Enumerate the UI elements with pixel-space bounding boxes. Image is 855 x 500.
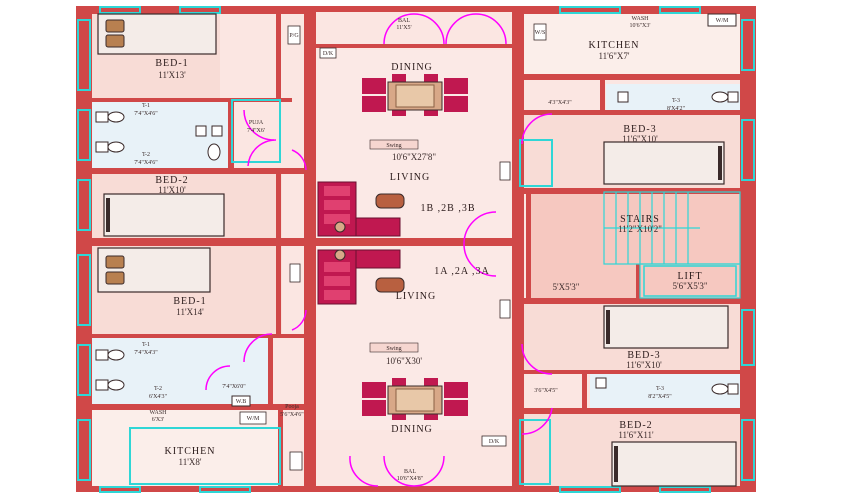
- dining-table-top: [362, 74, 468, 116]
- inner-walls: [76, 10, 744, 490]
- label-flat-top: 1B ,2B ,3B: [420, 203, 475, 214]
- label-bot-bed3: BED-3: [627, 350, 660, 361]
- tag-wm-bottom: W/M: [247, 416, 260, 422]
- wc-fixtures: [95, 13, 739, 407]
- tag-dk-bottom: D/K: [489, 439, 500, 445]
- label-bot-t1-size: 7'4"X4'3": [134, 350, 158, 356]
- label-bot-kitchen-size: 11'X8': [179, 457, 202, 467]
- label-top-dining: DINING: [391, 62, 433, 73]
- label-bot-bed2-size: 11'6"X11': [618, 430, 654, 440]
- label-top-bed1-size: 11'X13': [158, 70, 186, 80]
- label-bot-dining: DINING: [391, 424, 433, 435]
- dining-table-bottom: [362, 378, 468, 420]
- tag-pg-top: P/G: [289, 33, 299, 39]
- label-top-bed3: BED-3: [623, 124, 656, 135]
- label-lift: LIFT: [677, 271, 702, 282]
- label-bot-t2-size: 6'X4'3": [149, 394, 167, 400]
- label-top-pooja: PUJA: [249, 120, 264, 126]
- tag-wb-bottom: W.B: [236, 399, 247, 405]
- lift-box: [643, 265, 737, 297]
- label-top-t3: T-3: [672, 98, 680, 104]
- label-bot-bed1-size: 11'X14': [176, 307, 204, 317]
- room-fill-kitchen-top: [520, 12, 740, 74]
- room-fill-top-toilets: [92, 100, 232, 172]
- label-bot-bed3-size: 11'6"X10': [626, 360, 662, 370]
- label-bot-wash: WASH: [149, 410, 167, 416]
- bed-top-3: [603, 141, 725, 185]
- label-top-bal: BAL: [398, 18, 410, 24]
- label-top-t1-size: 7'4"X4'6": [134, 111, 158, 117]
- label-bot-pooja: Pooja: [285, 404, 299, 410]
- label-bot-bed2: BED-2: [619, 420, 652, 431]
- sofa-bottom: [317, 249, 405, 305]
- small-fixtures: [239, 23, 547, 471]
- label-top-kitchen: KITCHEN: [589, 40, 640, 51]
- tag-dk-top: D/K: [323, 51, 334, 57]
- label-top-bed2-size: 11'X10': [158, 185, 186, 195]
- label-bot-bal-size: 10'6"X4'8": [397, 476, 424, 482]
- label-top-t2: T-2: [142, 152, 150, 158]
- label-bot-t3: T-3: [656, 386, 664, 392]
- sofa-top: [317, 181, 405, 237]
- label-top-passage-size: 4'3"X4'3": [548, 100, 572, 106]
- label-top-bed2: BED-2: [155, 175, 188, 186]
- label-top-swing: Swing: [386, 143, 401, 149]
- label-bot-passage-size: 7'4"X6'0": [222, 384, 246, 390]
- label-bot-t3-size: 8'2"X4'5": [648, 394, 672, 400]
- label-top-kitchen-size: 11'6"X7': [598, 51, 629, 61]
- bed-bot-2: [611, 441, 737, 487]
- tag-ws-top: W/S: [535, 30, 546, 36]
- label-top-living-size: 10'6"X27'8": [392, 152, 436, 162]
- label-stairs-size: 11'2"X10'2": [618, 224, 662, 234]
- label-top-living: LIVING: [390, 172, 430, 183]
- label-top-bed3-size: 11'6"X10': [622, 134, 658, 144]
- label-bot-kitchen: KITCHEN: [165, 446, 216, 457]
- label-bot-bal: BAL: [404, 469, 416, 475]
- label-top-t2-size: 7'4"X4'6": [134, 160, 158, 166]
- label-stairs: STAIRS: [620, 214, 660, 225]
- bed-top-2: [103, 193, 225, 237]
- label-bot-wash-size: 6'X3': [152, 417, 165, 423]
- swing-bottom: [369, 342, 419, 353]
- label-top-wash-size: 10'6"X3': [630, 23, 651, 29]
- bed-bot-1: [97, 247, 211, 293]
- label-lift-size: 5'6"X5'3": [672, 281, 707, 291]
- label-bot-pooja-size: 5'6"X4'6": [280, 412, 304, 418]
- tag-wm-top: W/M: [716, 18, 729, 24]
- label-top-bed1: BED-1: [155, 58, 188, 69]
- windows: [77, 6, 755, 493]
- label-lobby-size: 5'X5'3": [553, 282, 580, 292]
- label-bot-bed1: BED-1: [173, 296, 206, 307]
- label-bot-swing: Swing: [386, 346, 401, 352]
- label-top-pooja-size: 7'4"X6': [247, 128, 265, 134]
- stairs: [603, 191, 741, 299]
- bed-top-1: [97, 13, 217, 55]
- door-swings: [205, 13, 553, 487]
- swing-top: [369, 139, 419, 150]
- label-bot-t2: T-2: [154, 386, 162, 392]
- label-top-wash: WASH: [631, 16, 649, 22]
- bed-bot-3: [603, 305, 729, 349]
- label-top-t1: T-1: [142, 103, 150, 109]
- label-bot-living: LIVING: [396, 291, 436, 302]
- label-bot-t1: T-1: [142, 342, 150, 348]
- label-bot-corr-size: 3'6"X4'5": [534, 388, 558, 394]
- label-bot-living-size: 10'6"X30': [386, 356, 422, 366]
- label-top-bal-size: 11'X5': [396, 25, 411, 31]
- label-flat-bottom: 1A ,2A ,3A: [434, 266, 490, 277]
- label-top-t3-size: 8'X4'2": [667, 106, 685, 112]
